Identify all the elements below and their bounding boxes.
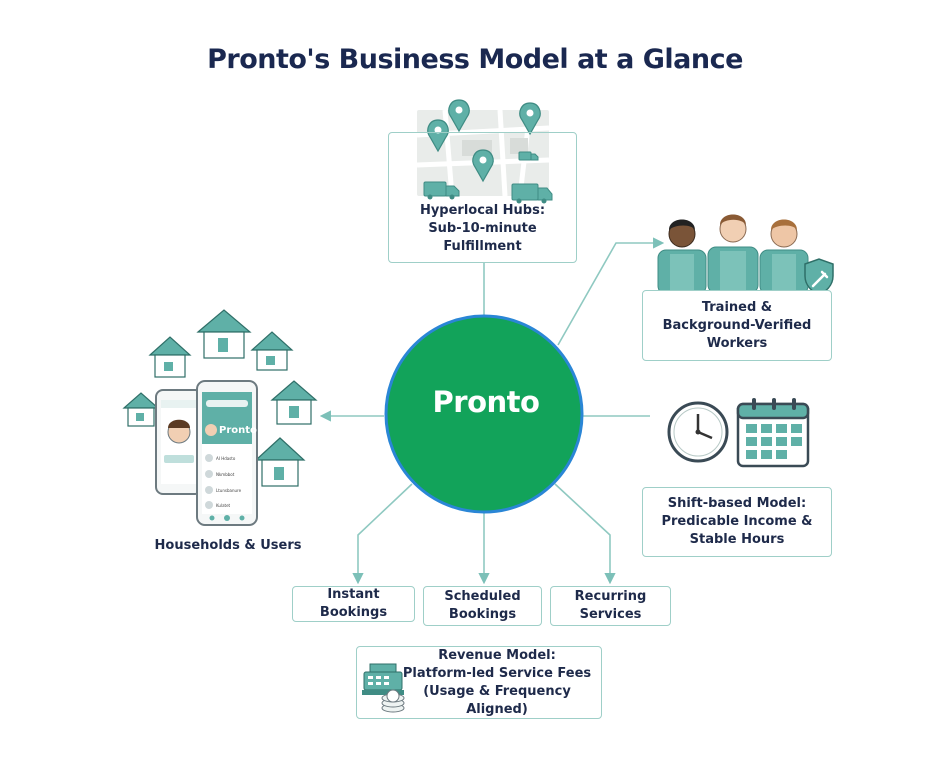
- scheduled-line-2: Bookings: [448, 607, 517, 622]
- page-title: Pronto's Business Model at a Glance: [207, 44, 743, 75]
- houses-phones-icon: [122, 309, 318, 526]
- phone-row-4: Kulatet: [216, 503, 231, 508]
- revenue-model-box: Revenue Model: Platform-led Service Fees…: [356, 646, 602, 719]
- connector-recurring: [554, 483, 616, 585]
- recurring-line-1: Recurring: [574, 589, 647, 604]
- workers-line-2: Background-Verified: [662, 317, 812, 333]
- connectors: [319, 237, 665, 585]
- shift-line-1: Shift-based Model:: [667, 496, 807, 511]
- scheduled-line-1: Scheduled: [444, 589, 521, 604]
- phone-app-name: Pronto: [219, 425, 257, 436]
- scheduled-bookings-box: Scheduled Bookings: [423, 586, 542, 626]
- revenue-line-3: (Usage & Frequency Aligned): [423, 683, 571, 717]
- clock-calendar-icon: [667, 398, 810, 468]
- instant-label: Instant Bookings: [319, 587, 388, 620]
- hubs-line-1: Hyperlocal Hubs:: [419, 203, 546, 218]
- hubs-box: Hyperlocal Hubs: Sub-10-minute Fulfillme…: [388, 132, 577, 263]
- workers-shield-icon: [657, 214, 834, 296]
- hubs-line-3: Fulfillment: [443, 239, 522, 254]
- shift-line-3: Stable Hours: [689, 532, 785, 547]
- shift-line-2: Predicable Income &: [661, 514, 813, 529]
- revenue-text: Revenue Model: Platform-led Service Fees…: [399, 647, 595, 719]
- phone-row-1: AI Hdasto: [216, 456, 236, 461]
- hubs-line-2: Sub-10-minute: [428, 221, 537, 236]
- instant-bookings-box: Instant Bookings: [292, 586, 415, 622]
- shift-box: Shift-based Model: Predicable Income & S…: [642, 487, 832, 557]
- center-label: Pronto: [432, 385, 540, 419]
- workers-box: Trained & Background-Verified Workers: [642, 290, 832, 361]
- revenue-line-1: Revenue Model:: [438, 647, 556, 663]
- map-pins-trucks-icon: [416, 99, 553, 204]
- connector-instant: [352, 483, 413, 585]
- connector-workers: [557, 237, 665, 346]
- households-label: Households & Users: [154, 538, 302, 553]
- cash-register-icon: [362, 663, 405, 713]
- phone-row-3: Ltunsbanure: [216, 488, 242, 493]
- phone-row-2: Nkmbbot: [216, 472, 235, 477]
- pronto-center-circle: [384, 314, 584, 514]
- recurring-services-box: Recurring Services: [550, 586, 671, 626]
- revenue-line-2: Platform-led Service Fees: [402, 665, 592, 681]
- workers-line-1: Trained &: [701, 299, 773, 315]
- recurring-line-2: Services: [579, 607, 642, 622]
- workers-line-3: Workers: [706, 335, 768, 351]
